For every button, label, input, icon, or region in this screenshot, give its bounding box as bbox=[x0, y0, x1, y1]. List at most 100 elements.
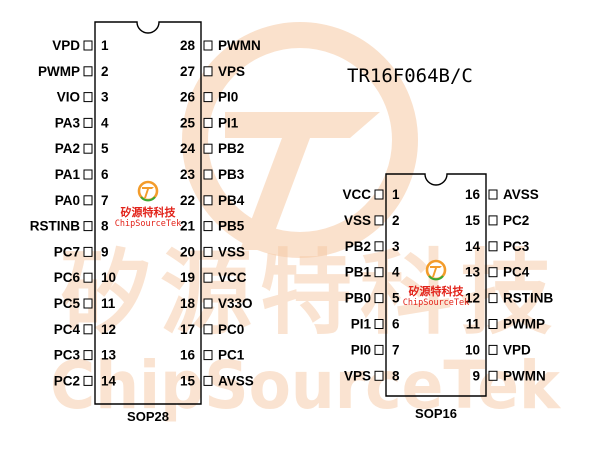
logo-en-text: ChipSourceTek bbox=[115, 219, 182, 229]
pin-name: PC5 bbox=[54, 296, 81, 311]
pin-number: 3 bbox=[392, 239, 400, 254]
pin-name: PC3 bbox=[503, 239, 530, 254]
chipsourcetek-logo-icon bbox=[137, 180, 159, 202]
pin-pad bbox=[203, 195, 213, 206]
pin-pad bbox=[203, 375, 213, 386]
pin-number: 12 bbox=[465, 291, 480, 306]
pin-name: PC4 bbox=[54, 322, 81, 337]
pin-number: 20 bbox=[180, 244, 195, 259]
pin-number: 26 bbox=[180, 90, 196, 105]
pin-name: VPD bbox=[52, 38, 80, 53]
pin-name: PWMN bbox=[218, 38, 261, 53]
pin-pad bbox=[83, 143, 93, 154]
pin-pad bbox=[83, 350, 93, 361]
pin-row: 3 PB2 bbox=[345, 239, 400, 254]
pin-number: 28 bbox=[180, 38, 196, 53]
pin-name: PC0 bbox=[218, 322, 244, 337]
watermark-cn-text: 矽源特科技 bbox=[60, 240, 560, 347]
pin-name: PB2 bbox=[345, 239, 371, 254]
pin-name: VCC bbox=[342, 187, 371, 202]
pin-number: 22 bbox=[180, 193, 195, 208]
pin-row: 26 PI0 bbox=[180, 90, 238, 105]
pin-row: 25 PI1 bbox=[180, 115, 239, 130]
pin-number: 2 bbox=[392, 213, 400, 228]
pin-pad bbox=[203, 272, 213, 283]
pin-name: VSS bbox=[344, 213, 371, 228]
pin-pad bbox=[203, 324, 213, 335]
logo-cn-text: 矽源特科技 bbox=[121, 205, 177, 219]
pin-pad bbox=[203, 246, 213, 257]
pin-name: AVSS bbox=[218, 373, 254, 388]
pin-pad bbox=[488, 370, 498, 381]
pin-number: 19 bbox=[180, 270, 195, 285]
pin-name: PI0 bbox=[351, 342, 371, 357]
pin-pad bbox=[488, 319, 498, 329]
pin-name: PB2 bbox=[218, 141, 244, 156]
pin-row: 28 PWMN bbox=[180, 38, 261, 53]
pin-name: PA2 bbox=[55, 141, 80, 156]
pin-number: 3 bbox=[101, 90, 109, 105]
pin-pad bbox=[203, 117, 213, 128]
sop28-package-label: SOP28 bbox=[127, 409, 169, 424]
pin-pad bbox=[203, 169, 213, 180]
sop16-package-label: SOP16 bbox=[415, 406, 457, 421]
pin-number: 6 bbox=[101, 167, 109, 182]
pin-name: PI1 bbox=[218, 115, 239, 130]
pin-pad bbox=[83, 324, 93, 335]
pin-name: PI0 bbox=[218, 90, 238, 105]
pin-pad bbox=[374, 344, 384, 355]
pin-row: 2 VSS bbox=[344, 213, 400, 228]
pin-number: 23 bbox=[180, 167, 196, 182]
pin-pad bbox=[83, 195, 93, 206]
pin-name: PB1 bbox=[345, 265, 372, 280]
sop28-package: 1VPD2PWMP3VIO4PA35PA26PA17PA08RSTINB9PC7… bbox=[30, 21, 261, 424]
pin-row: 5 PB0 bbox=[345, 291, 400, 306]
pin-name: PC7 bbox=[54, 244, 80, 259]
pin-name: PC6 bbox=[54, 270, 81, 285]
pin-pad bbox=[203, 143, 213, 154]
pin-name: PWMN bbox=[503, 368, 546, 383]
pin-name: VPD bbox=[503, 342, 531, 357]
pin-pad bbox=[488, 267, 498, 278]
pin-name: PA3 bbox=[55, 115, 81, 130]
chipsourcetek-logo-icon bbox=[425, 259, 447, 281]
pin-pad bbox=[203, 92, 213, 103]
watermark-en-text: ChipSourceTek bbox=[50, 347, 562, 424]
pin-pad bbox=[374, 293, 384, 304]
pin-number: 25 bbox=[180, 115, 196, 130]
pin-name: PB0 bbox=[345, 291, 371, 306]
pin-number: 7 bbox=[392, 342, 400, 357]
pin-name: PC2 bbox=[54, 373, 80, 388]
pin-name: PB3 bbox=[218, 167, 245, 182]
pin-number: 21 bbox=[180, 219, 196, 234]
pin-row: 23 PB3 bbox=[180, 167, 245, 182]
pin-row: 7 PI0 bbox=[351, 342, 400, 357]
pin-pad bbox=[83, 246, 93, 257]
pin-pad bbox=[83, 375, 93, 386]
pin-name: RSTINB bbox=[503, 291, 554, 306]
pin-pad bbox=[203, 221, 213, 232]
pin-pad bbox=[83, 272, 93, 283]
pin-pad bbox=[374, 267, 384, 278]
pin-name: PB5 bbox=[218, 219, 245, 234]
pin-name: PC1 bbox=[218, 348, 245, 363]
pin-name: PA0 bbox=[55, 193, 80, 208]
pin-number: 5 bbox=[392, 291, 400, 306]
chip-title: TR16F064B/C bbox=[347, 65, 473, 87]
